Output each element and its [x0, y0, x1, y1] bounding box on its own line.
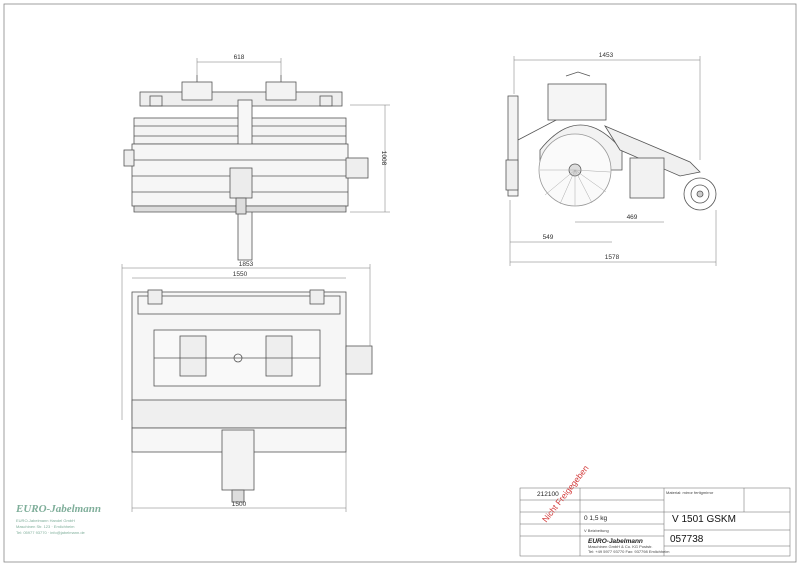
top-view — [131, 289, 373, 503]
watermark-line-1: EURO-Jabelmann Handel GmbH — [16, 518, 75, 523]
watermark-name: EURO-Jabelmann — [16, 503, 101, 515]
dim-side-inner-2: 549 — [543, 234, 554, 241]
front-view-dimensions — [196, 58, 390, 213]
dim-front-width: 618 — [234, 54, 245, 61]
watermark-line-2: Maschinen Str. 123 · Emlichheim — [16, 524, 75, 529]
title-block — [519, 487, 791, 557]
tb-weight: 0 1,5 kg — [584, 515, 608, 522]
tb-company-line: Maschinen GmbH & Co. KG Poststr. — [588, 544, 652, 549]
side-view-dimensions — [509, 56, 717, 266]
tb-company-mark: EURO-Jabelmann — [588, 538, 643, 545]
dim-side-overall-bottom: 1578 — [605, 254, 620, 261]
tb-note: V Beizbeitung — [584, 528, 609, 533]
sheet-frame — [3, 3, 797, 563]
watermark-logo: EURO-Jabelmann EURO-Jabelmann Handel Gmb… — [14, 503, 126, 543]
front-view — [123, 75, 369, 261]
side-view — [505, 71, 717, 211]
dim-top-bottom: 1500 — [232, 501, 247, 508]
dim-front-height: 1008 — [380, 151, 387, 166]
dim-side-inner-1: 469 — [627, 214, 638, 221]
dim-top-overall: 1853 — [239, 261, 254, 268]
dim-top-inner: 1550 — [233, 271, 248, 278]
dim-side-overall: 1453 — [599, 52, 614, 59]
tb-material: Material: mirror fertigmirror — [666, 490, 714, 495]
watermark-line-3: Tel: 05977 93770 · info@jabelmann.de — [16, 530, 85, 535]
tb-company-line2: Tel: +49 5977 93770 Fax: 937798 Emlichhe… — [588, 549, 670, 554]
top-view-dimensions — [121, 264, 371, 512]
tb-article-number: 057738 — [670, 534, 704, 545]
tb-product-name: V 1501 GSKM — [672, 514, 736, 525]
tb-drawing-number: 212100 — [537, 491, 559, 498]
